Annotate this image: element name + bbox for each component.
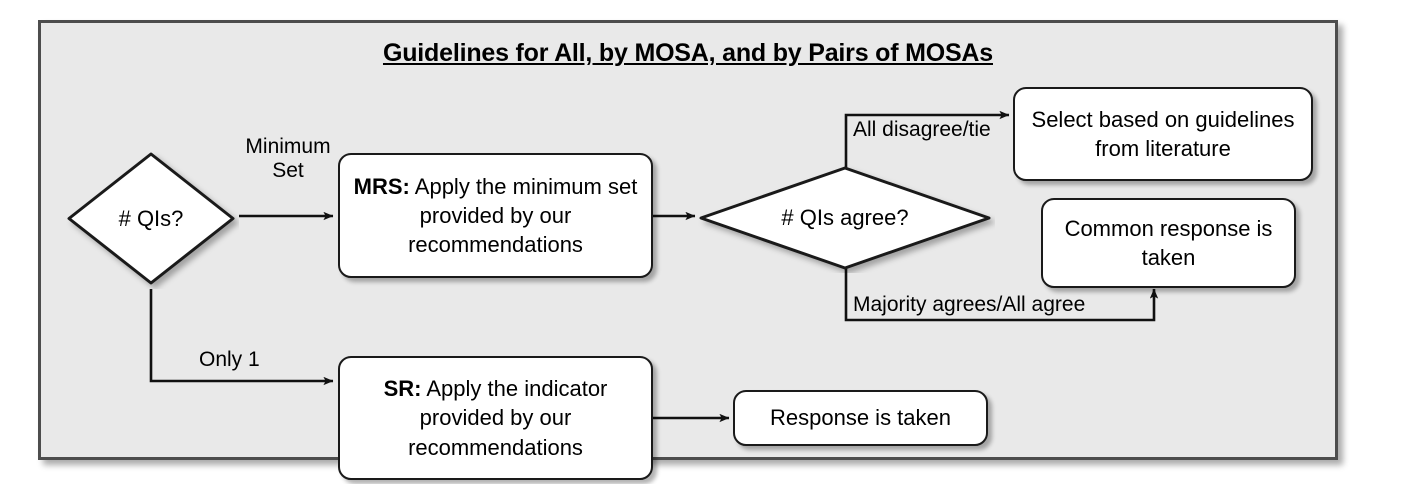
sr-box[interactable]: SR: Apply the indicator provided by our … — [338, 356, 653, 480]
page-title: Guidelines for All, by MOSA, and by Pair… — [382, 39, 993, 67]
common-response-box[interactable]: Common response is taken — [1041, 198, 1296, 288]
edge-label-minimum-set-line1: Minimum — [245, 135, 331, 158]
decision-qis-agree-label: # QIs agree? — [781, 205, 909, 230]
edge-label-only-one: Only 1 — [199, 348, 260, 371]
flowchart-panel: Guidelines for All, by MOSA, and by Pair… — [38, 20, 1338, 480]
decision-num-qis[interactable]: # QIs? — [63, 148, 239, 289]
edge-label-minimum-set-line2: Set — [272, 159, 304, 183]
decision-num-qis-label: # QIs? — [118, 205, 184, 231]
diamond-shape — [67, 152, 235, 285]
edge-label-minimum-set: Minimum Set — [233, 135, 343, 183]
sr-box-label: SR: Apply the indicator provided by our … — [348, 374, 643, 462]
diamond-shape — [699, 166, 991, 270]
mrs-box-label-bold: MRS: — [353, 173, 410, 199]
select-literature-box[interactable]: Select based on guidelines from literatu… — [1013, 87, 1313, 181]
response-taken-box-label: Response is taken — [770, 405, 951, 431]
sr-box-label-rest: Apply the indicator provided by our reco… — [408, 376, 608, 460]
mrs-box-label-rest: Apply the minimum set provided by our re… — [408, 173, 638, 258]
mrs-box-label: MRS: Apply the minimum set provided by o… — [348, 172, 643, 260]
decision-qis-agree[interactable]: # QIs agree? — [695, 163, 995, 273]
select-literature-box-label: Select based on guidelines from literatu… — [1031, 106, 1295, 161]
edge-label-majority-agrees: Majority agrees/All agree — [853, 293, 1086, 316]
mrs-box[interactable]: MRS: Apply the minimum set provided by o… — [338, 153, 653, 278]
sr-box-label-bold: SR: — [383, 376, 422, 402]
edge-label-all-disagree: All disagree/tie — [853, 118, 991, 141]
common-response-box-label: Common response is taken — [1064, 215, 1273, 270]
response-taken-box[interactable]: Response is taken — [733, 390, 988, 446]
